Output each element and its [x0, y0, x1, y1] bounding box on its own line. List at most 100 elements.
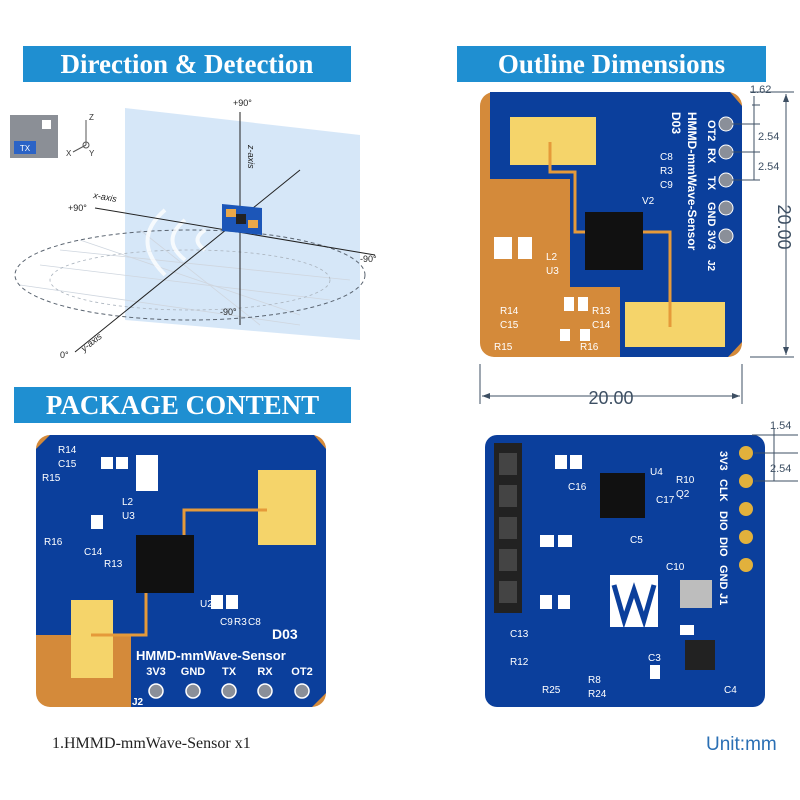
silk-c8: C8	[660, 152, 673, 163]
back-regulator	[685, 640, 715, 670]
silk-v2: V2	[642, 196, 655, 207]
inset-y-label: Y	[89, 149, 95, 158]
silk-c14: C14	[592, 320, 611, 331]
back-silk-r12: R12	[510, 657, 529, 668]
origin-angle: 0°	[60, 350, 69, 360]
z-bottom-angle: -90°	[220, 307, 237, 317]
silk-c15: C15	[500, 320, 519, 331]
back-pin-gnd-label: GND	[717, 565, 729, 590]
unit-label: Unit:mm	[706, 734, 777, 755]
silk-code: D03	[669, 112, 683, 134]
y-axis-label: y-axis	[78, 331, 104, 354]
back-silk-c17: C17	[656, 495, 675, 506]
inset-tx-label: TX	[20, 144, 31, 153]
silk-pin-rx: RX	[705, 148, 717, 164]
height-dimension: 20.00	[774, 204, 794, 249]
z-top-angle: +90°	[233, 98, 252, 108]
package-back-board: R10 U4 C16 C17 C5 C10 C13 R12 R25 R8 R24…	[485, 420, 798, 707]
front-silk-c8: C8	[248, 617, 261, 628]
back-silk-r25: R25	[542, 685, 561, 696]
silk-pin-ot2: OT2	[705, 120, 717, 141]
back-silk-j1: J1	[717, 593, 729, 605]
front-silk-title: HMMD-mmWave-Sensor	[136, 648, 286, 663]
width-dimension: 20.00	[588, 388, 633, 408]
y-axis-line	[74, 169, 301, 353]
back-board-outline	[485, 435, 765, 707]
axis-inset: TX Z X Y	[10, 113, 95, 158]
silk-j2: J2	[705, 260, 716, 272]
inset-z-label: Z	[89, 113, 94, 122]
silk-pin-gnd: GND	[705, 202, 717, 227]
package-caption: 1.HMMD-mmWave-Sensor x1	[52, 735, 251, 752]
silk-title: HMMD-mmWave-Sensor	[685, 112, 699, 251]
front-silk-j2: J2	[132, 697, 144, 708]
front-silk-c15: C15	[58, 459, 77, 470]
package-front-board: R14 C15 R15 L2 U3 R16 C14 R13 U2 C8 R3 C…	[36, 435, 326, 708]
antenna-pad-rx	[625, 302, 725, 347]
front-antenna-pad-bottom	[71, 600, 113, 678]
x-right-angle: -90°	[360, 254, 377, 264]
pin-pitch-2: 2.54	[758, 161, 779, 173]
silk-u3: U3	[546, 266, 559, 277]
outline-dimensions-banner: Outline Dimensions	[457, 46, 766, 82]
front-pin-tx-label: TX	[222, 666, 237, 678]
back-silk-u4: U4	[650, 467, 663, 478]
inset-x-label: X	[66, 149, 72, 158]
front-silk-l2: L2	[122, 497, 134, 508]
front-silk-code: D03	[272, 626, 298, 642]
x-axis-label: x-axis	[92, 190, 118, 204]
silk-r14: R14	[500, 306, 519, 317]
back-silk-r8: R8	[588, 675, 601, 686]
front-silk-u2: U2	[200, 599, 213, 610]
front-radar-chip	[136, 535, 194, 593]
front-pin-ot2-label: OT2	[291, 666, 312, 678]
silk-pin-3v3: 3V3	[705, 230, 717, 250]
front-pin-gnd-label: GND	[181, 666, 206, 678]
back-silk-q2: Q2	[676, 489, 690, 500]
waveshare-logo	[610, 575, 658, 629]
front-pin-rx-label: RX	[257, 666, 273, 678]
front-silk-r14: R14	[58, 445, 77, 456]
back-crystal	[680, 580, 712, 608]
back-silk-c13: C13	[510, 629, 529, 640]
front-silk-r13: R13	[104, 559, 123, 570]
x-left-angle: +90°	[68, 203, 87, 213]
back-mcu-chip	[600, 473, 645, 518]
front-silk-r16: R16	[44, 537, 63, 548]
front-silk-r3: R3	[234, 617, 247, 628]
front-silk-u3: U3	[122, 511, 135, 522]
front-silk-c9: C9	[220, 617, 233, 628]
direction-detection-banner: Direction & Detection	[23, 46, 351, 82]
back-pin-pitch: 2.54	[770, 463, 791, 475]
z-axis-label: z-axis	[246, 144, 256, 169]
silk-l2: L2	[546, 252, 558, 263]
back-pin-pitch-first: 1.54	[770, 420, 791, 432]
direction-detection-diagram: TX Z X Y +90° +90° -90° -90° 0° z-axis x	[10, 98, 377, 360]
back-header-pads	[739, 446, 753, 572]
back-pin-dio2-label: DIO	[717, 537, 729, 557]
pin-pitch-1: 2.54	[758, 131, 779, 143]
outline-dimensions-drawing: OT2 RX TX GND 3V3 HMMD-mmWave-Sensor D03…	[479, 84, 794, 408]
back-silk-r24: R24	[588, 689, 607, 700]
back-silk-c16: C16	[568, 482, 587, 493]
back-silk-c5: C5	[630, 535, 643, 546]
silk-c9: C9	[660, 180, 673, 191]
back-silk-c3: C3	[648, 653, 661, 664]
back-pin-dio-label: DIO	[717, 511, 729, 531]
back-header-strip	[494, 443, 522, 613]
back-pin-3v3-label: 3V3	[717, 451, 729, 471]
front-silk-c14: C14	[84, 547, 103, 558]
front-antenna-pad-top	[258, 470, 316, 545]
sensor-board-icon	[222, 204, 262, 235]
horizontal-detection-range	[14, 229, 366, 321]
package-content-banner: PACKAGE CONTENT	[14, 387, 351, 423]
silk-r15: R15	[494, 342, 513, 353]
silk-pin-tx: TX	[705, 176, 717, 191]
radar-chip	[585, 212, 643, 270]
silk-r13: R13	[592, 306, 611, 317]
back-pin-clk-label: CLK	[717, 479, 729, 502]
silk-r16: R16	[580, 342, 599, 353]
antenna-pad-tx	[510, 117, 596, 165]
pin-pitch-first: 1.62	[750, 84, 771, 96]
front-pin-3v3-label: 3V3	[146, 666, 166, 678]
